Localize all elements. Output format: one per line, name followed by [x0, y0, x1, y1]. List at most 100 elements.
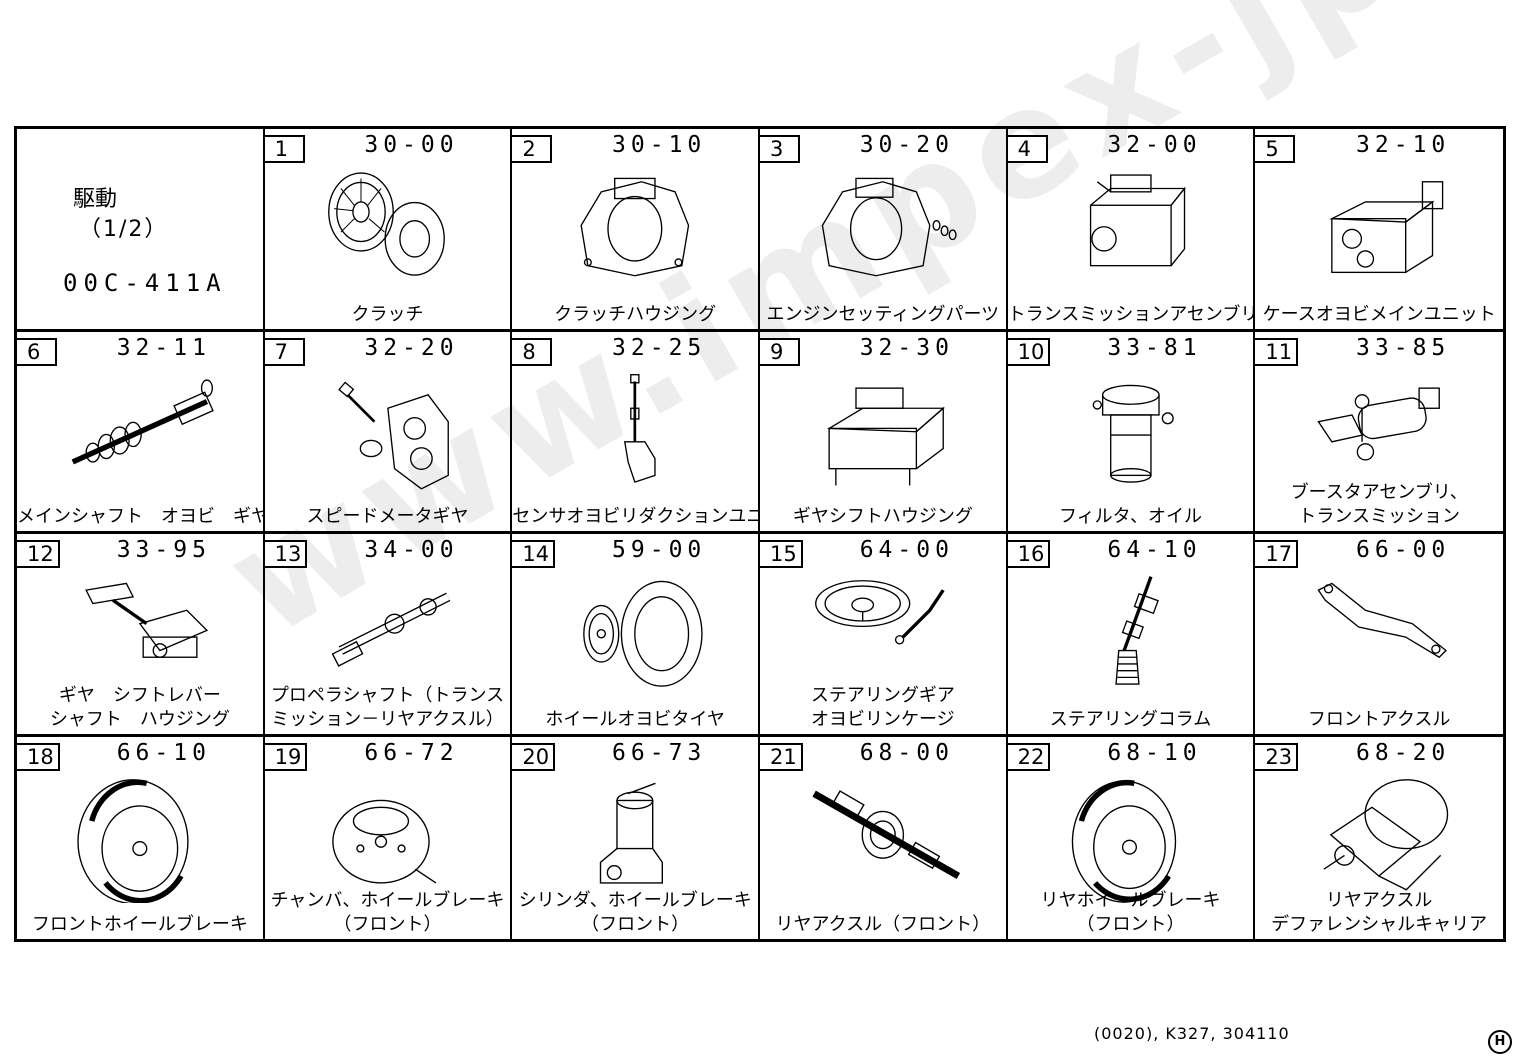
steering-column-icon [1028, 570, 1234, 698]
group-code: 32-00 [1107, 132, 1202, 158]
group-label: エンジンセッティングパーツ [760, 303, 1006, 327]
group-number: 10 [1007, 337, 1051, 366]
group-label: トランスミッションアセンブリ [1008, 303, 1254, 327]
group-label: クラッチ [265, 303, 511, 327]
group-number: 6 [17, 337, 57, 366]
group-code: 32-20 [364, 334, 459, 361]
group-code: 33-95 [116, 537, 211, 563]
group-label: ギヤ シフトレバーシャフト ハウジング [17, 684, 263, 732]
section-title: 駆動 [73, 187, 118, 212]
group-code: 68-10 [1107, 739, 1202, 766]
group-code: 66-10 [116, 739, 211, 766]
group-number: 23 [1255, 742, 1299, 771]
group-label: ケースオヨビメインユニット [1255, 303, 1503, 327]
group-label-line: （フロント） [581, 914, 690, 935]
group-code: 33-81 [1107, 334, 1202, 361]
booster-assembly-icon [1275, 368, 1483, 496]
group-code: 32-25 [612, 334, 707, 361]
group-number: 18 [17, 742, 60, 771]
group-label: ステアリングギアオヨビリンケージ [760, 684, 1006, 732]
section-title-cell: 駆動 （1/2） 00C-411A [17, 129, 265, 332]
group-code: 30-20 [859, 132, 954, 158]
group-code: 66-73 [612, 739, 707, 766]
group-label: ブースタアセンブリ、トランスミッション [1255, 481, 1503, 529]
group-number: 15 [760, 540, 803, 568]
group-label: ステアリングコラム [1008, 708, 1254, 732]
clutch-housing-icon [532, 165, 738, 293]
group-label-line: メインシャフト オヨビ ギヤ [17, 506, 265, 527]
group-label-line: リヤアクスル [1325, 890, 1433, 911]
group-code: 30-10 [612, 132, 707, 158]
group-label-line: リヤホイールブレーキ [1040, 890, 1221, 911]
part-group-cell[interactable]: 18 66-10 フロントホイールブレーキ [17, 736, 265, 939]
group-label-line: シリンダ、ホイールブレーキ [518, 890, 752, 911]
brake-shoe-icon [37, 773, 243, 904]
group-label: シリンダ、ホイールブレーキ （フロント） [512, 889, 758, 937]
speedometer-gear-icon [285, 368, 491, 496]
group-label: クラッチハウジング [512, 303, 758, 327]
group-label: リヤホイールブレーキ（フロント） [1008, 889, 1254, 937]
section-page: （1/2） [79, 217, 169, 242]
group-label-line: エンジンセッティングパーツ [766, 303, 1000, 325]
group-label-line: フロントアクスル [1307, 708, 1451, 730]
section-code: 00C-411A [63, 269, 227, 297]
group-label-line: クラッチ [351, 303, 424, 325]
gear-shift-housing-icon [780, 368, 986, 496]
group-code: 64-10 [1107, 537, 1202, 563]
group-code: 32-10 [1356, 132, 1451, 158]
group-label-line: ミッション－リヤアクスル） [271, 708, 504, 730]
group-label-line: リヤアクスル（フロント） [775, 914, 991, 935]
group-label: フロントホイールブレーキ [17, 913, 263, 937]
front-axle-icon [1275, 570, 1483, 698]
differential-carrier-icon [1275, 773, 1483, 904]
group-label-line: フロントホイールブレーキ [31, 914, 248, 935]
group-number: 19 [264, 742, 308, 771]
brake-cylinder-icon [532, 773, 738, 904]
group-code: 30-00 [364, 132, 459, 158]
shift-lever-housing-icon [37, 570, 243, 698]
group-label: センサオヨビリダクションユニット [512, 505, 758, 529]
rear-axle-icon [780, 773, 986, 904]
wheel-tire-icon [532, 570, 738, 698]
part-group-cell[interactable]: 5 32-10 ケースオヨビメインユニット [1255, 129, 1503, 332]
group-label: リヤアクスルデファレンシャルキャリア [1255, 889, 1503, 937]
propeller-shaft-icon [285, 570, 491, 698]
group-label-line: シャフト ハウジング [49, 708, 230, 730]
transmission-assembly-icon [1028, 165, 1234, 293]
group-code: 68-00 [859, 739, 954, 766]
oil-filter-icon [1028, 368, 1234, 496]
group-number: 17 [1255, 540, 1299, 568]
group-number: 5 [1255, 135, 1296, 163]
group-label: メインシャフト オヨビ ギヤ [17, 505, 263, 529]
main-shaft-gear-icon [37, 368, 243, 496]
corner-mark: H [1488, 1030, 1512, 1054]
group-label-line: デファレンシャルキャリア [1271, 914, 1488, 935]
group-code: 33-85 [1356, 334, 1451, 361]
group-label-line: クラッチハウジング [554, 303, 717, 325]
group-label-line: ホイールオヨビタイヤ [545, 708, 725, 730]
part-group-cell[interactable]: 832-25センサオヨビリダクションユニット [512, 331, 760, 534]
group-label-line: ブースタアセンブリ、 [1290, 482, 1468, 503]
group-label-line: ステアリングコラム [1049, 708, 1212, 730]
